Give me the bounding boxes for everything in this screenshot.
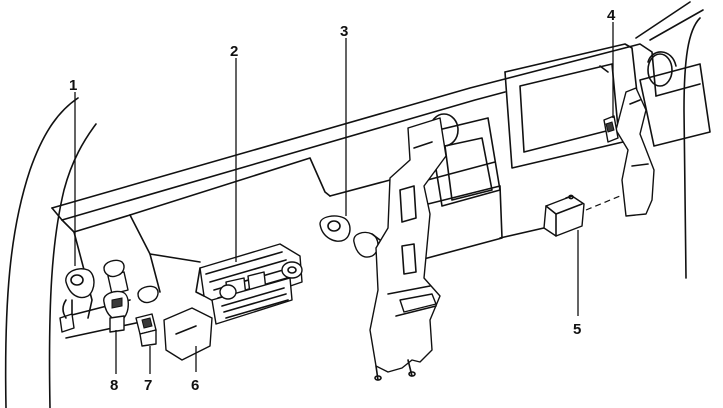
component-3-lighter (319, 215, 381, 258)
callout-2: 2 (230, 43, 238, 60)
component-4-bracket (603, 87, 655, 217)
left-door-edge (4, 97, 97, 408)
right-door-edge (683, 17, 701, 279)
console-bracket (369, 117, 447, 381)
callout-3: 3 (340, 23, 348, 40)
recess-switches (103, 259, 159, 304)
component-8-switch (103, 271, 129, 333)
callout-5: 5 (573, 321, 581, 338)
callout-4: 4 (607, 7, 616, 24)
callout-6: 6 (191, 377, 199, 394)
component-6-connector (163, 307, 213, 361)
leader-lines (74, 22, 614, 374)
component-7-switch (135, 313, 157, 347)
callout-labels: 1 2 3 4 5 6 7 8 (69, 7, 616, 394)
connection-dashed-line (585, 195, 621, 211)
component-1-switch (59, 268, 95, 333)
component-5-module (543, 194, 585, 237)
component-2-control-panel (195, 243, 303, 325)
callout-1: 1 (69, 77, 77, 94)
callout-8: 8 (110, 377, 118, 394)
windshield-lines (635, 1, 704, 41)
callout-7: 7 (144, 377, 152, 394)
